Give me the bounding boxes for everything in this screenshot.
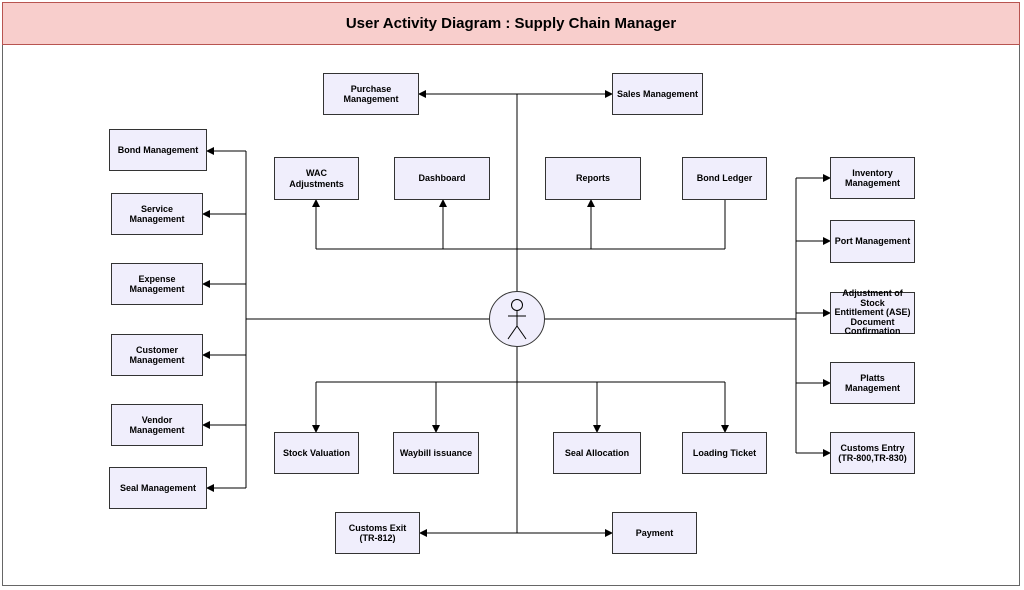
node-seal-allocation[interactable]: Seal Allocation	[553, 432, 641, 474]
node-customs-exit[interactable]: Customs Exit (TR-812)	[335, 512, 420, 554]
node-reports[interactable]: Reports	[545, 157, 641, 200]
stick-figure-icon	[507, 299, 527, 340]
node-wac-adjustments[interactable]: WAC Adjustments	[274, 157, 359, 200]
node-port-management[interactable]: Port Management	[830, 220, 915, 263]
node-platts-management[interactable]: Platts Management	[830, 362, 915, 404]
node-purchase-management[interactable]: Purchase Management	[323, 73, 419, 115]
node-payment[interactable]: Payment	[612, 512, 697, 554]
node-vendor-management[interactable]: Vendor Management	[111, 404, 203, 446]
node-waybill-issuance[interactable]: Waybill issuance	[393, 432, 479, 474]
node-ase-confirmation[interactable]: Adjustment of Stock Entitlement (ASE) Do…	[830, 289, 915, 336]
node-customer-management[interactable]: Customer Management	[111, 334, 203, 376]
actor-node[interactable]	[489, 291, 545, 347]
node-bond-ledger[interactable]: Bond Ledger	[682, 157, 767, 200]
node-sales-management[interactable]: Sales Management	[612, 73, 703, 115]
node-service-management[interactable]: Service Management	[111, 193, 203, 235]
node-customs-entry[interactable]: Customs Entry (TR-800,TR-830)	[830, 432, 915, 474]
node-loading-ticket[interactable]: Loading Ticket	[682, 432, 767, 474]
node-inventory-management[interactable]: Inventory Management	[830, 157, 915, 199]
node-bond-management[interactable]: Bond Management	[109, 129, 207, 171]
diagram-header: User Activity Diagram : Supply Chain Man…	[2, 2, 1020, 45]
node-dashboard[interactable]: Dashboard	[394, 157, 490, 200]
diagram-title: User Activity Diagram : Supply Chain Man…	[345, 15, 677, 32]
node-seal-management[interactable]: Seal Management	[109, 467, 207, 509]
node-stock-valuation[interactable]: Stock Valuation	[274, 432, 359, 474]
node-expense-management[interactable]: Expense Management	[111, 263, 203, 305]
